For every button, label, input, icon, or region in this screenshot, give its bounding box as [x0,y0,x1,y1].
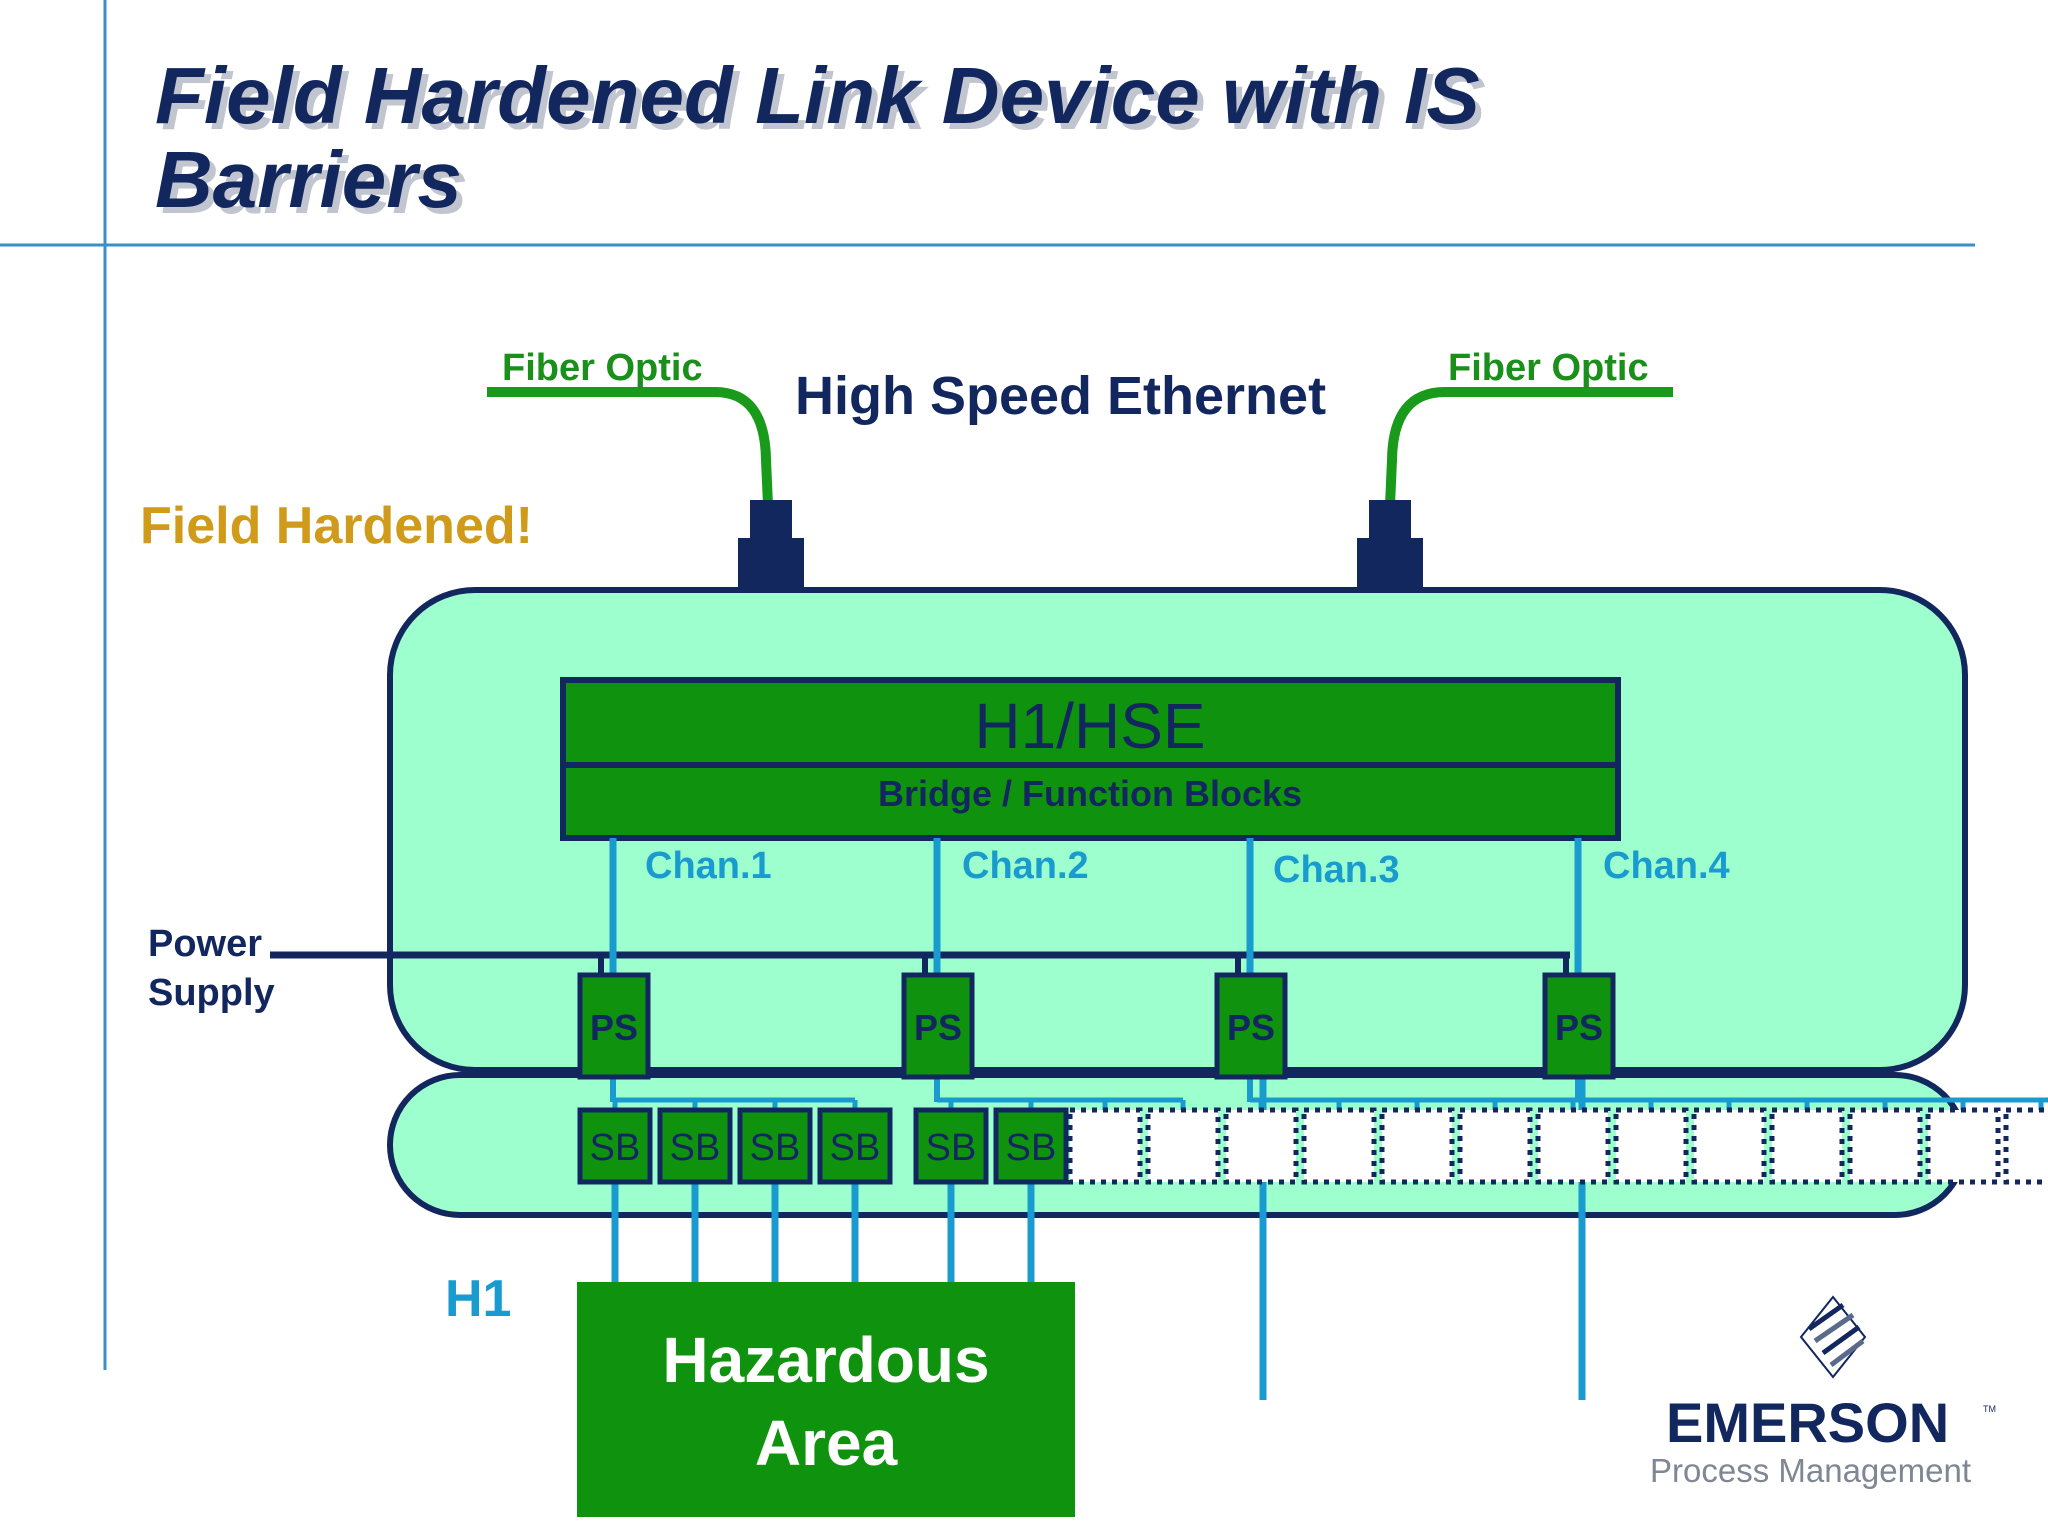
emerson-logo: EMERSON TM Process Management [1650,1295,1996,1489]
power-supply-box: PS [1214,972,1288,1080]
power-supply-label-line1: Power [148,923,262,965]
ethernet-label: High Speed Ethernet [795,366,1326,426]
power-supply-label: PS [1555,1007,1603,1048]
safety-barrier-box: SB [817,1107,893,1185]
emerson-logo-tagline: Process Management [1650,1452,1971,1489]
empty-barrier-slot [1613,1107,1689,1185]
empty-barrier-slot [1457,1107,1533,1185]
empty-barrier-slot [1847,1107,1923,1185]
safety-barrier-label: SB [590,1127,641,1169]
safety-barrier-box: SB [577,1107,653,1185]
title-line2-shadow: Barriers [161,141,468,230]
power-supply-box: PS [901,972,975,1080]
fiber-optic-label-left: Fiber Optic [502,347,703,389]
slide-title: Field Hardened Link Device with IS Barri… [155,51,1486,230]
connector-left [738,500,804,590]
field-hardened-label: Field Hardened! [140,497,533,555]
empty-barrier-slot [1145,1107,1221,1185]
safety-barriers: SB SB SB SB SB SB [577,1107,2048,1185]
power-supply-label: PS [914,1007,962,1048]
safety-barrier-label: SB [670,1127,721,1169]
channel-label: Chan.1 [645,845,772,887]
hazardous-line1: Hazardous [662,1324,989,1396]
empty-barrier-slot [1067,1107,1143,1185]
power-supply-label: PS [590,1007,638,1048]
power-supply-box: PS [1542,972,1616,1080]
bridge-main-label: H1/HSE [974,690,1205,762]
channel-label: Chan.2 [962,845,1089,887]
empty-barrier-slot [1223,1107,1299,1185]
safety-barrier-box: SB [657,1107,733,1185]
connector-right [1357,500,1423,590]
safety-barrier-label: SB [750,1127,801,1169]
safety-barrier-label: SB [1006,1127,1057,1169]
power-supply-label: PS [1227,1007,1275,1048]
fiber-optic-label-right: Fiber Optic [1448,347,1649,389]
emerson-logo-mark [1799,1295,1867,1379]
safety-barrier-label: SB [830,1127,881,1169]
empty-barrier-slot [1925,1107,2001,1185]
bridge-sub-label: Bridge / Function Blocks [878,773,1302,814]
fiber-cable-right [1385,387,1673,506]
empty-barrier-slot [1769,1107,1845,1185]
title-line1: Field Hardened Link Device with IS [155,51,1480,140]
safety-barrier-box: SB [913,1107,989,1185]
empty-barrier-slot [1379,1107,1455,1185]
hazardous-area: Hazardous Area [577,1282,1075,1517]
safety-barrier-box: SB [737,1107,813,1185]
power-supply-box: PS [577,972,651,1080]
power-supplies: PS PS PS PS [577,972,1616,1080]
fiber-cable-left [487,387,773,506]
bridge-block: H1/HSE Bridge / Function Blocks [560,677,1621,841]
channel-labels: Chan.1 Chan.2 Chan.3 Chan.4 [645,845,1730,891]
title-line2: Barriers [155,135,462,224]
empty-barrier-slot [1301,1107,1377,1185]
power-supply-label-line2: Supply [148,972,275,1014]
h1-label: H1 [445,1270,511,1328]
title-line1-shadow: Field Hardened Link Device with IS [161,57,1486,146]
empty-barrier-slot [1691,1107,1767,1185]
empty-barrier-slot [1535,1107,1611,1185]
emerson-logo-tm: TM [1983,1404,1996,1414]
empty-barrier-slot [2003,1107,2048,1185]
safety-barrier-label: SB [926,1127,977,1169]
emerson-logo-name: EMERSON [1666,1391,1949,1454]
safety-barrier-box: SB [993,1107,1069,1185]
hazardous-line2: Area [755,1407,898,1479]
channel-label: Chan.4 [1603,845,1730,887]
channel-label: Chan.3 [1273,849,1400,891]
